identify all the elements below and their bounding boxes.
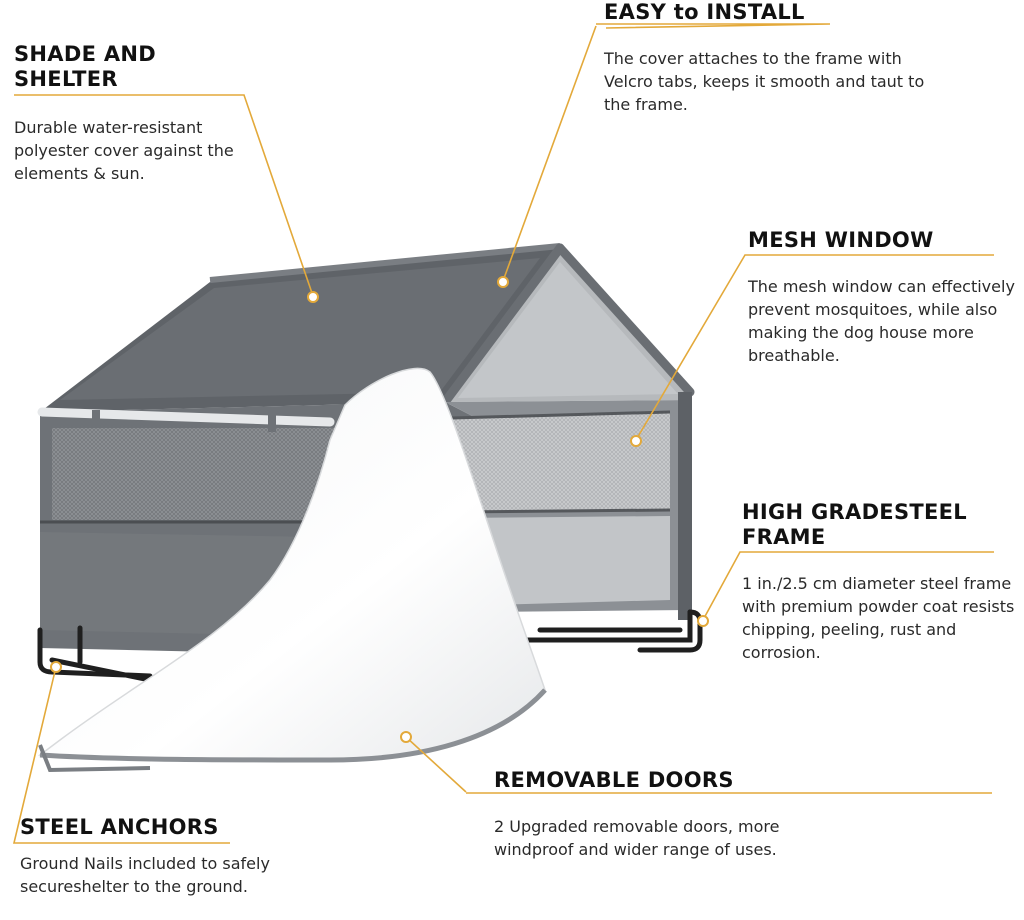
anchors-text: Ground Nails included to safely securesh… [20,854,270,896]
marker-doors [400,731,412,743]
frame-text: 1 in./2.5 cm diameter steel frame with p… [742,574,1015,662]
anchors-heading: STEEL ANCHORS [20,815,219,839]
callout-shade: SHADE AND SHELTER Durable water-resistan… [14,42,254,185]
shade-heading: SHADE AND SHELTER [14,42,156,91]
marker-install [497,276,509,288]
callout-doors: REMOVABLE DOORS 2 Upgraded removable doo… [494,768,794,861]
callout-mesh: MESH WINDOW The mesh window can effectiv… [748,228,1020,367]
marker-shade [307,291,319,303]
callout-frame: HIGH GRADESTEEL FRAME 1 in./2.5 cm diame… [742,500,1022,664]
install-heading: EASY to INSTALL [604,0,805,24]
mesh-text: The mesh window can effectively prevent … [748,277,1015,365]
marker-frame [697,615,709,627]
mesh-heading: MESH WINDOW [748,228,934,252]
doors-heading: REMOVABLE DOORS [494,768,734,792]
shade-text: Durable water-resistant polyester cover … [14,118,234,183]
frame-heading: HIGH GRADESTEEL FRAME [742,500,967,549]
install-text: The cover attaches to the frame with Vel… [604,49,925,114]
marker-anchors [50,661,62,673]
marker-mesh [630,435,642,447]
front-mesh [452,412,670,512]
doors-text: 2 Upgraded removable doors, more windpro… [494,817,780,859]
callout-anchors: STEEL ANCHORS Ground Nails included to s… [20,815,280,898]
leader-lines [12,23,994,844]
callout-install: EASY to INSTALL The cover attaches to th… [604,0,944,116]
